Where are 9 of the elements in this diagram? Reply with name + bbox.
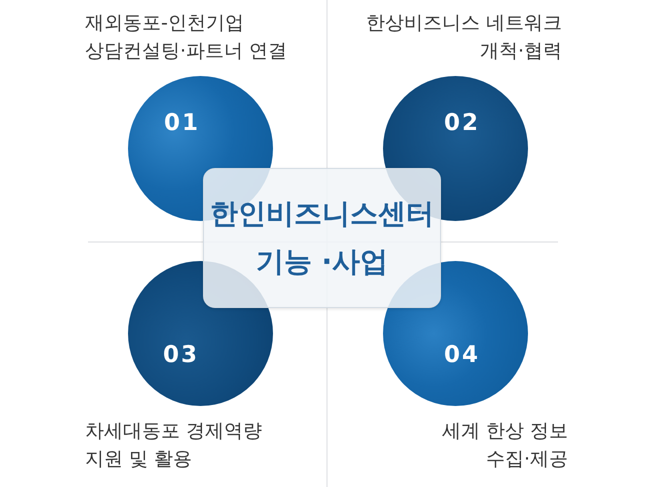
number-label: 03 — [163, 342, 199, 368]
number-label: 04 — [444, 342, 480, 368]
caption-text: 한상비즈니스 네트워크 개척·협력 — [364, 11, 562, 64]
title-box: 한인비즈니스센터 기능 ·사업 — [203, 168, 441, 308]
caption-text: 세계 한상 정보 수집·제공 — [440, 419, 568, 472]
number-label: 02 — [444, 110, 480, 136]
caption-text: 차세대동포 경제역량 지원 및 활용 — [85, 419, 264, 472]
caption-text: 재외동포-인천기업 상담컨설팅·파트너 연결 — [85, 11, 288, 64]
number-label: 01 — [164, 110, 200, 136]
